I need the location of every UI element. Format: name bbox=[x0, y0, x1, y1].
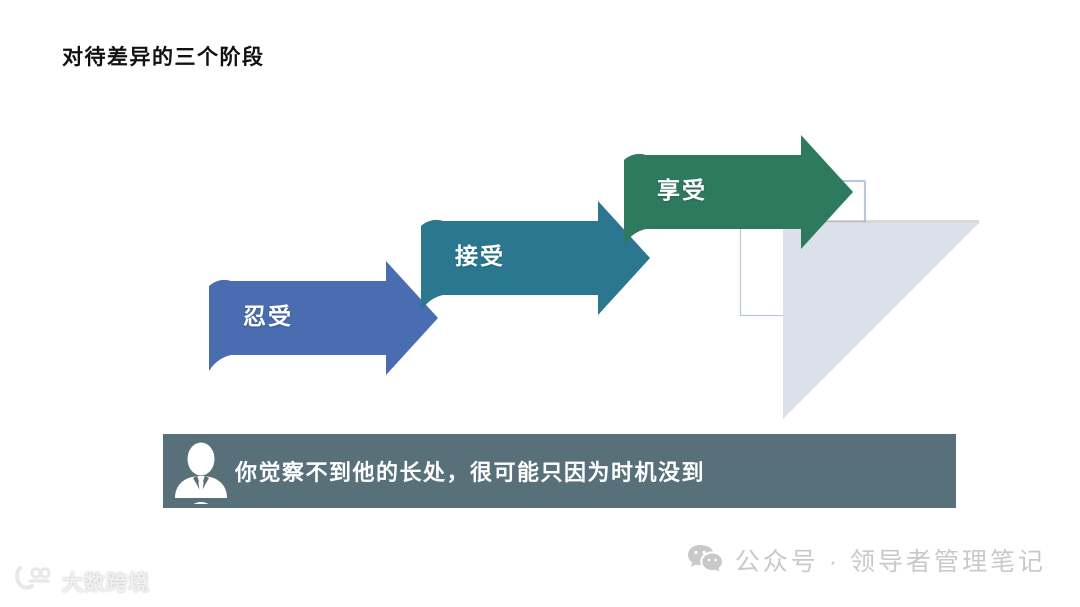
process-arrow-stage-2[interactable] bbox=[421, 201, 650, 315]
dashukuajing-logo-icon bbox=[14, 564, 58, 599]
callout-banner-text: 你觉察不到他的长处，很可能只因为时机没到 bbox=[235, 460, 706, 485]
process-arrow-stage-3[interactable] bbox=[624, 135, 853, 249]
process-arrow-label-stage-1: 忍受 bbox=[243, 303, 293, 329]
process-arrow-label-stage-3: 享受 bbox=[657, 177, 707, 203]
brand-logo-text: 大数跨境 bbox=[62, 571, 150, 595]
brand-logo: 大数跨境 bbox=[14, 564, 150, 599]
wechat-watermark-text: 公众号 · 领导者管理笔记 bbox=[734, 548, 1046, 576]
process-arrow-stage-1[interactable] bbox=[209, 261, 438, 375]
process-arrow-label-stage-2: 接受 bbox=[455, 243, 505, 269]
person-businessman-icon bbox=[163, 434, 235, 508]
page-title: 对待差异的三个阶段 bbox=[62, 46, 265, 69]
callout-banner: 你觉察不到他的长处，很可能只因为时机没到 bbox=[163, 434, 956, 508]
wechat-watermark: 公众号 · 领导者管理笔记 bbox=[687, 542, 1046, 578]
wechat-icon bbox=[687, 543, 723, 578]
